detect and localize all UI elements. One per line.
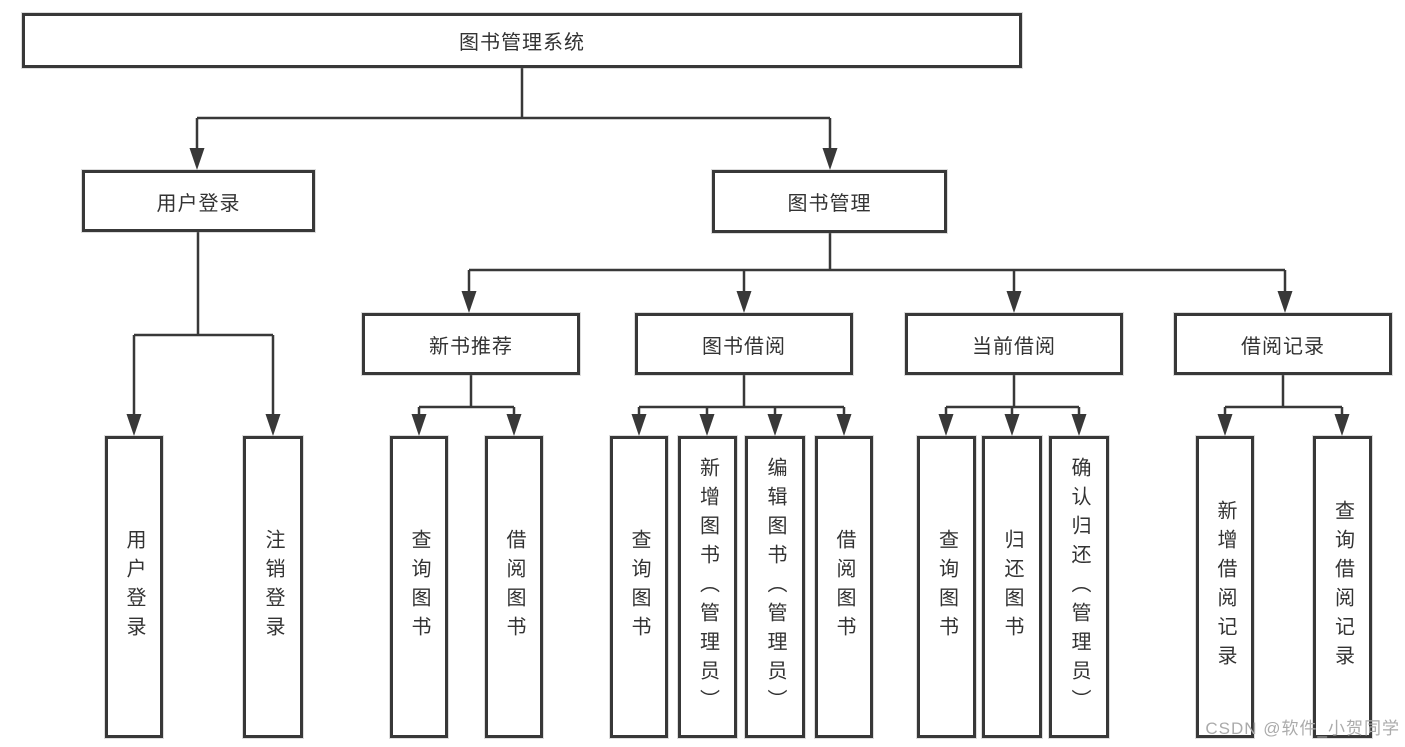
arrowheads xyxy=(126,148,1350,436)
leaf-logout: 注销登录 xyxy=(243,436,303,738)
node-new-book-recommend: 新书推荐 xyxy=(362,313,580,375)
leaf-current-return-books: 归还图书 xyxy=(982,436,1042,738)
csdn-watermark: CSDN @软件_小贺同学 xyxy=(1205,719,1400,738)
leaf-label: 查询图书 xyxy=(935,529,958,645)
leaf-recommend-borrow-books: 借阅图书 xyxy=(485,436,543,738)
leaf-recommend-query-books: 查询图书 xyxy=(390,436,448,738)
node-borrowing-records: 借阅记录 xyxy=(1174,313,1392,375)
node-user-login: 用户登录 xyxy=(82,170,315,232)
leaf-label: 编辑图书（管理员） xyxy=(764,456,786,718)
leaf-label: 查询借阅记录 xyxy=(1331,500,1354,674)
leaf-label: 注销登录 xyxy=(262,529,284,645)
leaf-label: 借阅图书 xyxy=(503,529,525,645)
leaf-current-confirm-return-admin: 确认归还（管理员） xyxy=(1049,436,1109,738)
leaf-user-login: 用户登录 xyxy=(105,436,163,738)
node-book-borrowing: 图书借阅 xyxy=(635,313,853,375)
leaf-borrowing-add-books-admin: 新增图书（管理员） xyxy=(678,436,737,738)
leaf-label: 确认归还（管理员） xyxy=(1068,456,1090,718)
leaf-label: 查询图书 xyxy=(408,529,430,645)
leaf-label: 查询图书 xyxy=(628,529,650,645)
leaf-current-query-books: 查询图书 xyxy=(917,436,976,738)
node-root-system: 图书管理系统 xyxy=(22,13,1022,68)
node-book-management: 图书管理 xyxy=(712,170,947,233)
leaf-label: 新增图书（管理员） xyxy=(696,456,719,718)
leaf-borrowing-query-books: 查询图书 xyxy=(610,436,668,738)
leaf-borrowing-borrow-books: 借阅图书 xyxy=(815,436,873,738)
leaf-label: 用户登录 xyxy=(123,529,145,645)
leaf-records-query-record: 查询借阅记录 xyxy=(1313,436,1372,738)
leaf-label: 新增借阅记录 xyxy=(1214,500,1236,674)
leaf-borrowing-edit-books-admin: 编辑图书（管理员） xyxy=(745,436,805,738)
node-current-borrowing: 当前借阅 xyxy=(905,313,1123,375)
leaf-records-add-record: 新增借阅记录 xyxy=(1196,436,1254,738)
leaf-label: 归还图书 xyxy=(1001,529,1023,645)
leaf-label: 借阅图书 xyxy=(833,529,855,645)
